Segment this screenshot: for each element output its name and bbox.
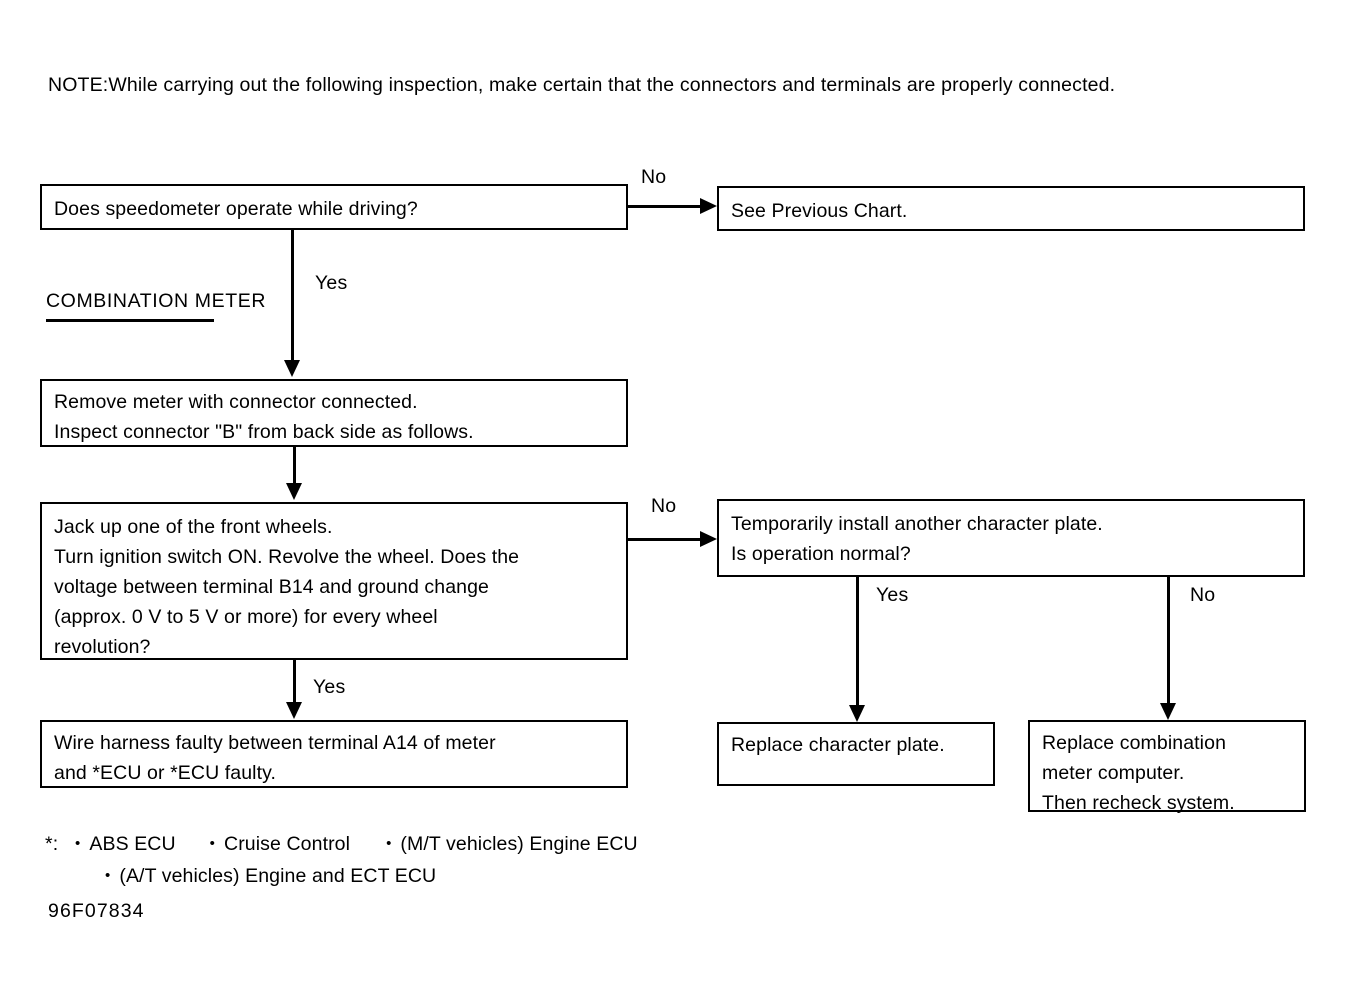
- legend-star: *:: [45, 833, 59, 855]
- connector-q1-no-line: [628, 205, 702, 208]
- box-temporarily-install-plate[interactable]: Temporarily install another character pl…: [717, 499, 1305, 577]
- section-heading-line2: METER: [194, 290, 267, 312]
- connector-q1-yes-arrowhead: [284, 360, 300, 377]
- box-line: Inspect connector "B" from back side as …: [54, 421, 474, 443]
- legend-item-cruise-control: Cruise Control: [224, 833, 351, 855]
- edge-label-jack-no: No: [651, 495, 677, 517]
- box-remove-meter[interactable]: Remove meter with connector connected. I…: [40, 379, 628, 447]
- edge-label-jack-yes: Yes: [313, 676, 346, 698]
- note-label: NOTE:: [48, 74, 109, 96]
- note-text: While carrying out the following inspect…: [108, 74, 1116, 96]
- box-line: meter computer.: [1042, 762, 1185, 784]
- section-heading-combination-meter: COMBINATION METER: [46, 286, 276, 322]
- connector-temp-yes-arrowhead: [849, 705, 865, 722]
- box-line: Temporarily install another character pl…: [731, 513, 1103, 535]
- edge-label-q1-yes: Yes: [315, 272, 348, 294]
- box-line: Replace combination: [1042, 732, 1227, 754]
- box-line: Turn ignition switch ON. Revolve the whe…: [54, 546, 520, 568]
- box-line: Is operation normal?: [731, 543, 911, 565]
- legend-item-abs-ecu: ABS ECU: [89, 833, 176, 855]
- figure-code: 96F07834: [48, 900, 145, 922]
- legend-bullet-icon: •: [209, 835, 216, 852]
- legend-item-at-engine-ect-ecu: (A/T vehicles) Engine and ECT ECU: [119, 865, 437, 887]
- box-jack-up-wheels[interactable]: Jack up one of the front wheels. Turn ig…: [40, 502, 628, 660]
- connector-jack-yes-arrowhead: [286, 702, 302, 719]
- box-wire-harness-faulty[interactable]: Wire harness faulty between terminal A14…: [40, 720, 628, 788]
- connector-jack-yes-line: [293, 660, 296, 704]
- legend-item-mt-engine-ecu: (M/T vehicles) Engine ECU: [400, 833, 638, 855]
- box-line: Does speedometer operate while driving?: [54, 198, 418, 220]
- connector-jack-no-arrowhead: [700, 531, 717, 547]
- connector-remove-to-jack-arrowhead: [286, 483, 302, 500]
- connector-remove-to-jack-line: [293, 447, 296, 485]
- footnote-legend: *: • ABS ECU • Cruise Control • (M/T vehicles)…: [45, 828, 945, 892]
- edge-label-temp-yes: Yes: [876, 584, 909, 606]
- box-see-previous-chart[interactable]: See Previous Chart.: [717, 186, 1305, 231]
- edge-label-temp-no: No: [1190, 584, 1216, 606]
- legend-bullet-icon: •: [75, 835, 81, 852]
- box-line: (approx. 0 V to 5 V or more) for every w…: [54, 606, 438, 628]
- box-replace-combination-meter[interactable]: Replace combination meter computer. Then…: [1028, 720, 1306, 814]
- box-line: Then recheck system.: [1042, 792, 1235, 814]
- legend-row-1: *: • ABS ECU • Cruise Control • (M/T vehicles)…: [45, 828, 945, 860]
- box-line: Replace character plate.: [731, 734, 945, 756]
- connector-temp-yes-line: [856, 577, 859, 707]
- section-heading-line1: COMBINATION: [46, 290, 189, 312]
- connector-q1-no-arrowhead: [700, 198, 717, 214]
- connector-q1-yes-line: [291, 230, 294, 362]
- box-line: See Previous Chart.: [731, 200, 908, 222]
- connector-jack-no-line: [628, 538, 702, 541]
- box-line: Jack up one of the front wheels.: [54, 516, 333, 538]
- box-line: Wire harness faulty between terminal A14…: [54, 732, 496, 754]
- edge-label-q1-no: No: [641, 166, 667, 188]
- box-line: revolution?: [54, 636, 151, 658]
- legend-bullet-icon: •: [105, 867, 111, 884]
- box-line: Remove meter with connector connected.: [54, 391, 418, 413]
- section-heading-underline: [46, 319, 214, 322]
- box-replace-character-plate[interactable]: Replace character plate.: [717, 722, 995, 786]
- note-paragraph: NOTE:While carrying out the following in…: [48, 70, 1278, 101]
- connector-temp-no-line: [1167, 577, 1170, 705]
- connector-temp-no-arrowhead: [1160, 703, 1176, 720]
- box-line: voltage between terminal B14 and ground …: [54, 576, 489, 598]
- box-question-speedometer[interactable]: Does speedometer operate while driving?: [40, 184, 628, 230]
- legend-bullet-icon: •: [386, 835, 392, 852]
- box-line: and *ECU or *ECU faulty.: [54, 762, 277, 784]
- legend-row-2: • (A/T vehicles) Engine and ECT ECU: [45, 860, 945, 892]
